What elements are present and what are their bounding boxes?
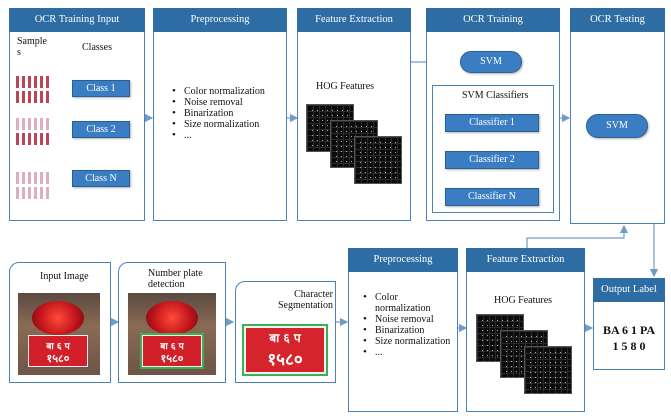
classifier-1-box: Classifier 1 — [445, 114, 539, 132]
sample-image — [16, 91, 50, 103]
output-text-line1: BA 6 1 PA — [602, 323, 656, 337]
sample-image — [16, 187, 50, 199]
segmentation-label: Character Segmentation — [278, 289, 333, 311]
step-item: Size normalization — [172, 119, 282, 130]
sample-image — [16, 76, 50, 88]
samples-label: Sample s — [17, 36, 47, 58]
sample-image — [16, 118, 50, 130]
arrow-bottom-features-to-testing — [526, 224, 629, 248]
output-text-line2: 1 5 8 0 — [612, 339, 646, 353]
hog-feature-image — [524, 346, 572, 394]
step-item: ... — [363, 347, 453, 358]
sample-image — [16, 172, 50, 184]
input-image-label: Input Image — [40, 271, 89, 282]
hog-features-label-bottom: HOG Features — [494, 295, 553, 306]
class-1-box: Class 1 — [72, 80, 130, 97]
svm-training-node: SVM — [460, 51, 522, 73]
step-item: Binarization — [172, 108, 282, 119]
step-item: Color normalization — [363, 292, 453, 314]
output-label-header: Output Label — [593, 278, 665, 302]
step-item: Noise removal — [363, 314, 453, 325]
feature-extraction-header-top: Feature Extraction — [297, 8, 411, 32]
plate-detection-label: Number plate detection — [148, 268, 203, 290]
sample-image — [16, 133, 50, 145]
step-item: Size normalization — [363, 336, 453, 347]
ocr-training-header: OCR Training — [426, 8, 560, 32]
classifier-n-box: Classifier N — [445, 188, 539, 206]
detected-plate-photo: बा ६ प १५८० — [128, 293, 216, 375]
input-motorbike-photo: बा ६ प १५८० — [18, 293, 100, 375]
hog-feature-image — [354, 136, 402, 184]
svm-testing-node: SVM — [586, 114, 648, 138]
feature-extraction-header-bottom: Feature Extraction — [466, 248, 585, 272]
step-item: Color normalization — [172, 86, 282, 97]
ocr-testing-header: OCR Testing — [570, 8, 665, 32]
segmented-plate-image — [242, 324, 328, 376]
preprocessing-header-bottom: Preprocessing — [348, 248, 458, 272]
preprocessing-header-top: Preprocessing — [153, 8, 287, 32]
plate-text-line1: बा ६ प — [269, 331, 301, 345]
plate-text-line2: १५८० — [267, 350, 303, 370]
ocr-training-input-header: OCR Training Input — [9, 8, 145, 32]
class-2-box: Class 2 — [72, 121, 130, 138]
classifier-2-box: Classifier 2 — [445, 151, 539, 169]
step-item: Binarization — [363, 325, 453, 336]
step-item: ... — [172, 130, 282, 141]
step-item: Noise removal — [172, 97, 282, 108]
svm-classifiers-label: SVM Classifiers — [462, 90, 529, 101]
class-n-box: Class N — [72, 170, 130, 187]
hog-features-label-top: HOG Features — [316, 81, 375, 92]
classes-label: Classes — [82, 42, 112, 53]
preprocessing-steps-bottom: Color normalization Noise removal Binari… — [363, 292, 453, 358]
preprocessing-steps-top: Color normalization Noise removal Binari… — [172, 86, 282, 141]
